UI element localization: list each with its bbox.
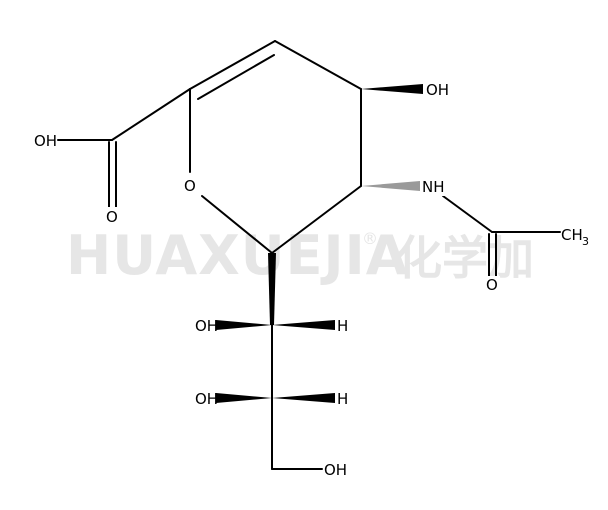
wedge-c3-oh [361,84,423,94]
label-ch3-subscript: 3 [582,235,589,248]
label-acid-o: O [106,208,118,226]
label-chain-oh-3: OH [324,461,347,479]
watermark: HUAXUEJIA ® 化学加 [66,224,534,287]
ring-double-bond-inner [197,54,275,100]
ring-bond-c2-c3 [274,40,362,90]
wedge-c7-h [272,393,335,403]
label-acetyl-o: O [486,276,498,294]
carboxyl-group [57,88,191,208]
label-chain-h-2: H [337,390,348,408]
hashed-wedge-c4-nh [361,181,420,191]
bond-c1-carboxyl [111,88,191,141]
label-nh: NH [422,178,445,196]
watermark-latin: HUAXUEJIA [66,224,409,287]
acetamide-group [442,195,561,277]
atom-labels: OH NH CH 3 O O OH O OH H OH H OH [34,80,589,479]
label-chain-h-1: H [337,317,348,335]
wedge-c7-oh [216,393,272,403]
watermark-chinese: 化学加 [396,231,534,285]
ring-bond-c4-c5 [271,185,362,254]
label-chain-oh-1: OH [195,317,218,335]
watermark-registered: ® [362,229,378,248]
wedge-c5-c6 [268,253,276,325]
label-acid-oh: OH [34,132,57,150]
label-c3-oh: OH [426,81,449,99]
wedge-c6-h [272,320,335,330]
ring-bonds [189,40,362,254]
ring-bond-c1-c2 [189,40,276,90]
side-chain [216,253,335,470]
label-ring-o: O [184,177,196,195]
ring-bond-c5-o [201,195,273,254]
bond-nh-carbonyl [442,195,493,233]
label-ch3: CH [561,226,583,244]
label-chain-oh-2: OH [195,390,218,408]
wedge-c6-oh [216,320,272,330]
